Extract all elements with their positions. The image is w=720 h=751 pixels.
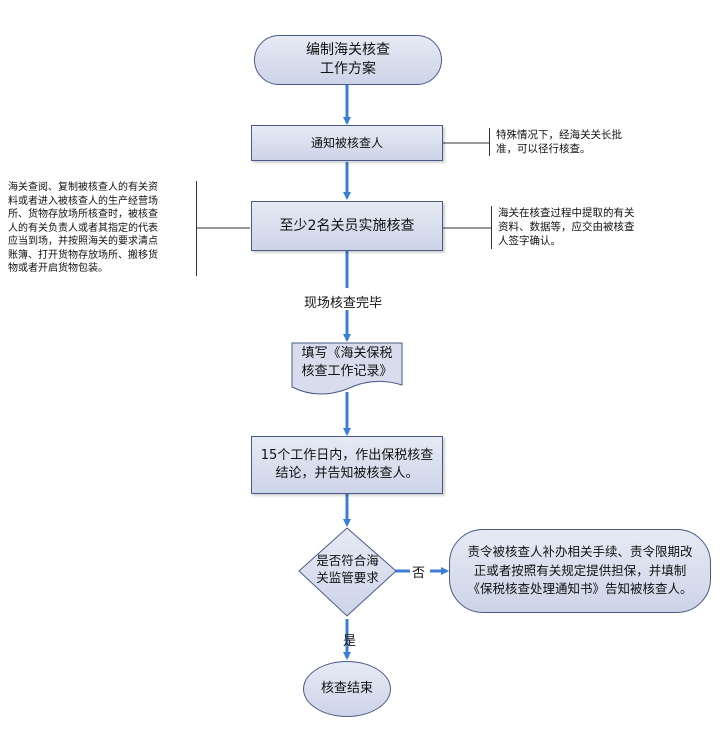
label-no: 否	[412, 566, 426, 581]
end-node: 核查结束	[303, 661, 391, 717]
decision-node-text: 是否符合海 关监管要求	[316, 553, 379, 585]
start-node-text: 编制海关核查 工作方案	[306, 42, 390, 77]
start-node: 编制海关核查 工作方案	[254, 35, 442, 85]
remedy-node: 责令被核查人补办相关手续、责令限期改 正或者按照有关规定提供担保，并填制 《保税…	[449, 529, 711, 613]
end-node-text: 核查结束	[320, 681, 373, 697]
notify-node: 通知被核查人	[251, 125, 443, 161]
label-onsite-done: 现场核查完毕	[304, 296, 383, 311]
conclusion-node: 15个工作日内，作出保税核查 结论，并告知被核查人。	[251, 436, 443, 494]
remedy-node-text: 责令被核查人补办相关手续、责令限期改 正或者按照有关规定提供担保，并填制 《保税…	[467, 543, 693, 597]
implement-node-text: 至少2名关员实施核查	[279, 217, 415, 234]
record-node: 填写《海关保税 核查工作记录》	[292, 343, 402, 383]
note-data-confirmation: 海关在核查过程中提取的有关 资料、数据等，应交由被核查 人签字确认。	[491, 206, 659, 249]
implement-node: 至少2名关员实施核查	[251, 201, 443, 251]
conclusion-node-text: 15个工作日内，作出保税核查 结论，并告知被核查人。	[260, 448, 434, 481]
decision-node: 是否符合海 关监管要求	[299, 548, 396, 592]
label-yes: 是	[343, 634, 357, 649]
note-special-case: 特殊情况下，经海关关长批 准，可以径行核查。	[489, 128, 649, 157]
note-on-site-requirements: 海关查阅、复制被核查人的有关资 料或者进入被核查人的生产经营场 所、货物存放场所…	[8, 181, 197, 276]
notify-node-text: 通知被核查人	[310, 135, 383, 150]
record-node-text: 填写《海关保税 核查工作记录》	[301, 346, 393, 379]
